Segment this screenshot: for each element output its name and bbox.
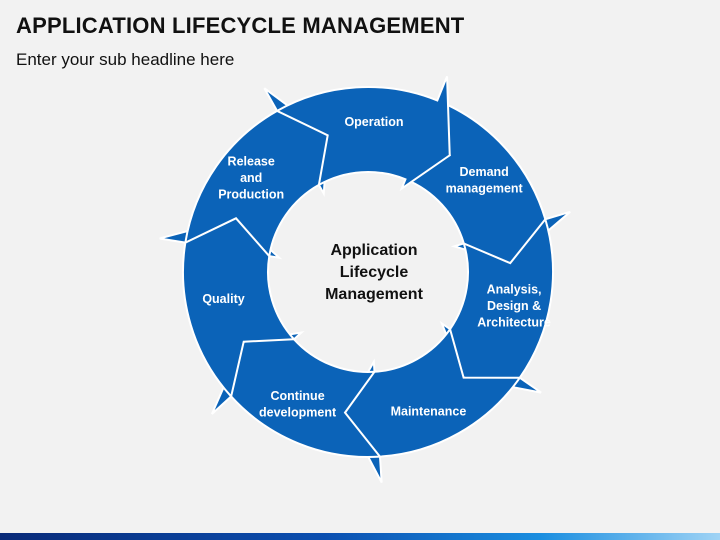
cycle-label-maintenance: Maintenance [391,404,467,418]
cycle-segment-release [184,87,329,259]
cycle-segment-analysis [439,217,554,394]
cycle-segment-continue [210,331,382,458]
cycle-label-quality: Quality [202,292,244,306]
cycle-label-analysis: Analysis,Design &Architecture [477,283,551,330]
page-subtitle: Enter your sub headline here [16,50,235,69]
cycle-segment-operation [274,75,451,192]
cycle-label-operation: Operation [344,115,403,129]
cycle-segments [159,75,571,484]
cycle-segment-maintenance [343,326,522,484]
page-title: APPLICATION LIFECYCLE MANAGEMENT [16,13,465,38]
bottom-accent-bar [0,533,720,540]
cycle-segment-quality [159,217,297,399]
